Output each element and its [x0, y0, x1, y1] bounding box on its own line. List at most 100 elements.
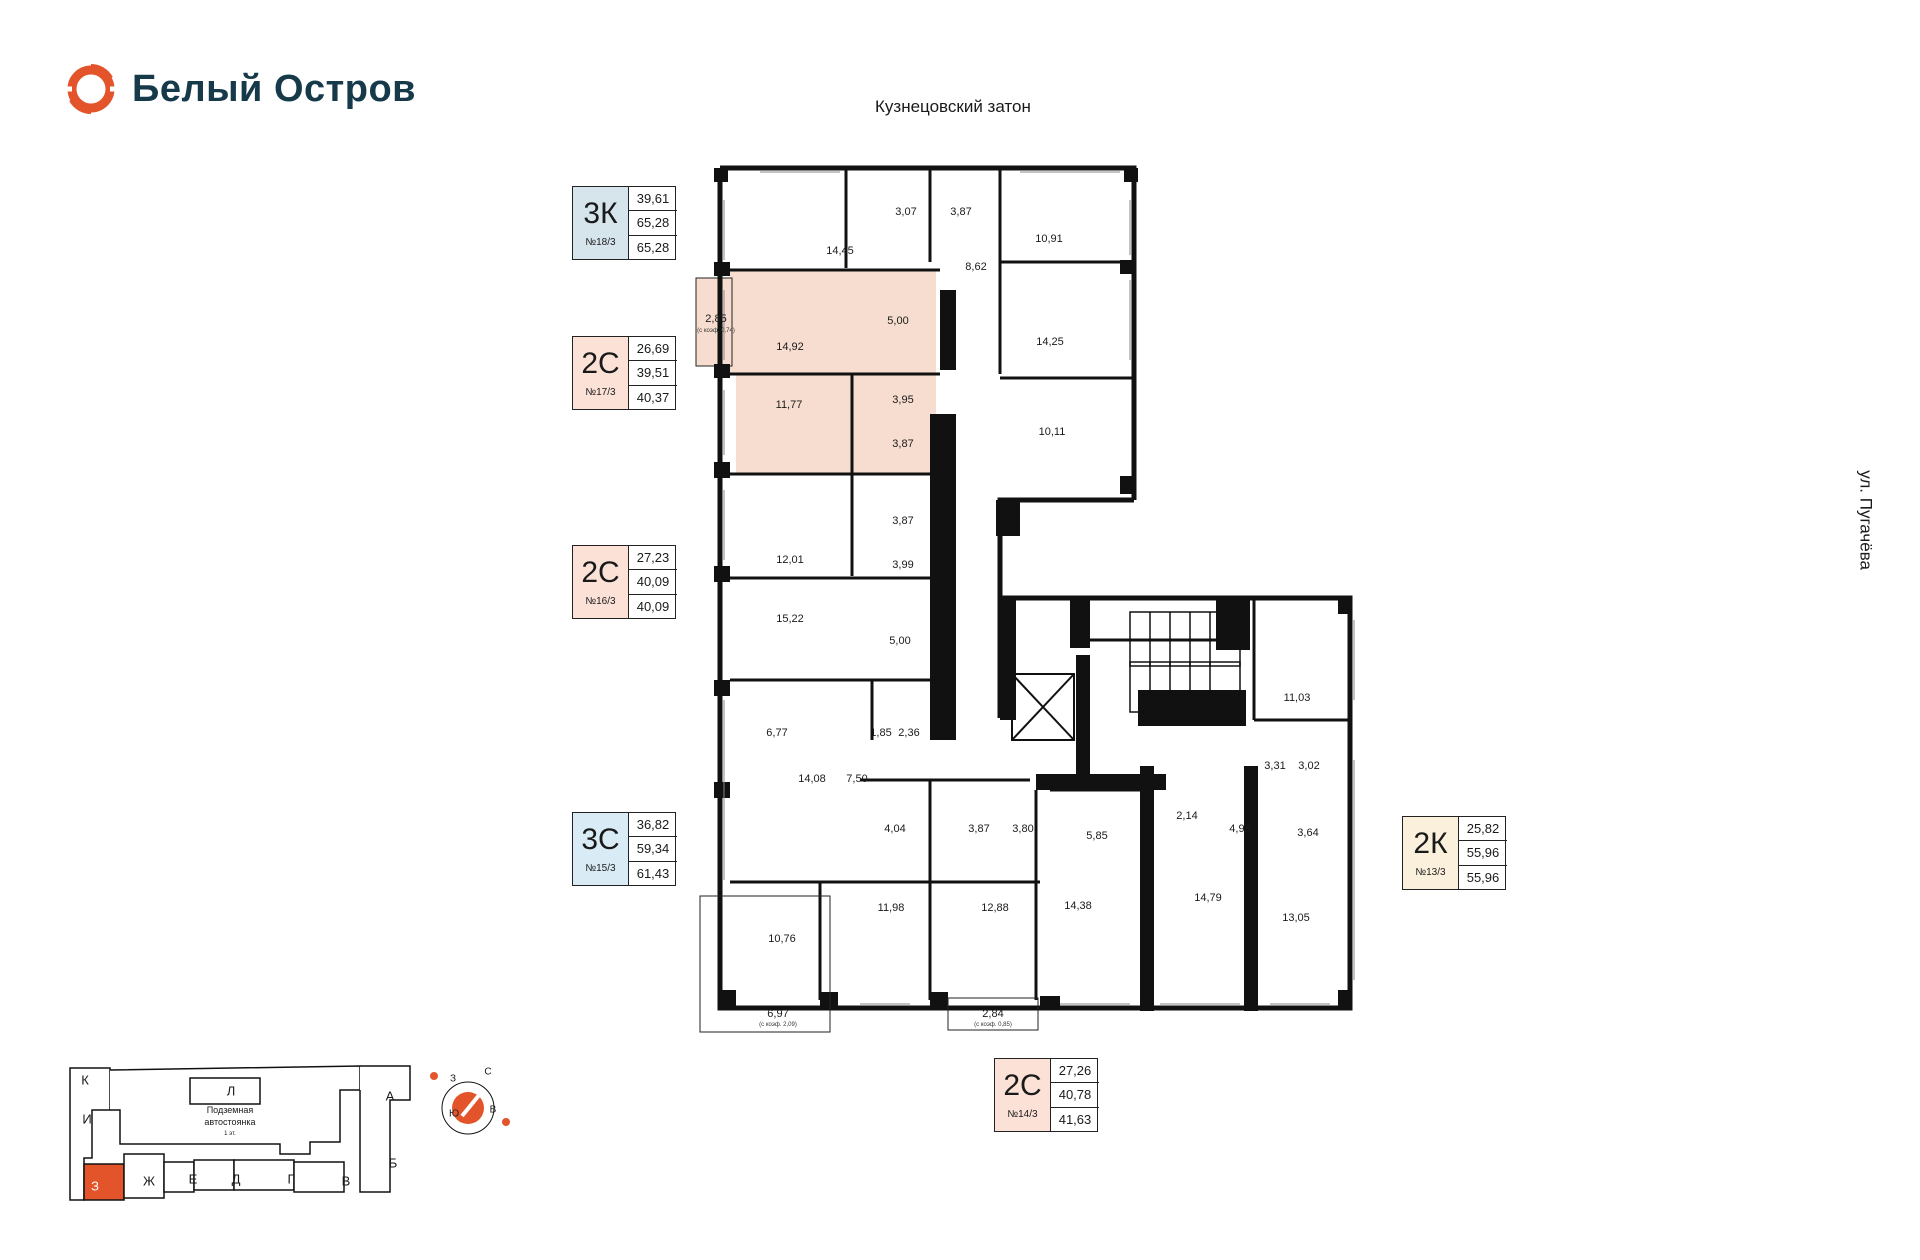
room-area: 14,25: [1036, 336, 1064, 348]
apartment-type: 2С №14/3: [995, 1059, 1051, 1131]
brand-header: Белый Остров: [64, 62, 416, 116]
area-living: 36,82: [629, 813, 677, 838]
room-area: 1,85: [870, 727, 892, 739]
parking-floor: 1 эт.: [224, 1131, 236, 1137]
area-with-loggia: 61,43: [636, 865, 670, 881]
apartment-number: №15/3: [585, 862, 616, 874]
room-area: 11,77: [775, 399, 803, 411]
apartment-type-code: 3К: [583, 196, 618, 230]
apartment-type: 2С №17/3: [573, 337, 629, 409]
loggia-note: (с коэф. 0,85): [974, 1022, 1012, 1028]
compass-north: С: [484, 1066, 492, 1078]
area-total: 40,78: [1051, 1083, 1099, 1108]
area-living: 27,23: [629, 546, 677, 571]
apartment-areas: 25,82 55,96 55,96: [1459, 817, 1507, 889]
site-section-k[interactable]: К: [81, 1072, 89, 1088]
room-area: 6,77: [766, 727, 788, 739]
loggia-note: (с коэф. 0,74): [697, 328, 735, 334]
room-area: 8,62: [965, 261, 987, 273]
room-area: 5,85: [1086, 830, 1108, 842]
room-area: 10,11: [1038, 426, 1066, 438]
site-section-zh[interactable]: Ж: [142, 1173, 156, 1189]
apartment-highlight-17-3b: [736, 370, 936, 474]
site-section-d[interactable]: Д: [231, 1171, 241, 1187]
room-area: 3,87: [950, 206, 972, 218]
room-area: 3,87: [968, 823, 990, 835]
area-with-loggia: 40,37: [636, 389, 670, 405]
room-area: 7,50: [846, 773, 868, 785]
room-area: 14,92: [776, 341, 804, 353]
apartment-card-16-3[interactable]: 2С №16/3 27,23 40,09 40,09: [572, 545, 677, 619]
apartment-type-code: 3С: [581, 822, 620, 856]
apartment-number: №17/3: [585, 386, 616, 398]
room-area: 4,04: [884, 823, 906, 835]
site-section-a[interactable]: А: [385, 1088, 395, 1104]
windows: [723, 171, 1355, 1005]
room-area: 3,80: [1012, 823, 1034, 835]
room-area: 15,22: [776, 613, 804, 625]
apartment-type-code: 2С: [581, 555, 620, 589]
site-section-l[interactable]: Л: [226, 1083, 236, 1099]
room-area: 4,98: [1229, 823, 1251, 835]
area-with-loggia: 55,96: [1466, 869, 1500, 885]
interior-walls: [730, 170, 1350, 1000]
room-area: 12,88: [981, 902, 1009, 914]
apartment-highlight-17-3: [730, 270, 936, 374]
area-total: 40,09: [629, 570, 677, 595]
room-area: 5,00: [889, 635, 911, 647]
elevator: [1011, 673, 1075, 741]
apartment-type: 3К №18/3: [573, 187, 629, 259]
loggia-note: (с коэф. 2,09): [759, 1022, 797, 1028]
apartment-areas: 27,23 40,09 40,09: [629, 546, 677, 618]
apartment-areas: 27,26 40,78 41,63: [1051, 1059, 1099, 1131]
apartment-number: №13/3: [1415, 866, 1446, 878]
apartment-type-code: 2К: [1413, 826, 1448, 860]
room-area: 3,02: [1298, 760, 1320, 772]
room-area: 3,99: [892, 559, 914, 571]
room-area: 14,38: [1064, 900, 1092, 912]
room-area: 2,84: [982, 1008, 1004, 1020]
room-area: 3,07: [895, 206, 917, 218]
area-living: 26,69: [629, 337, 677, 362]
area-with-loggia: 40,09: [636, 598, 670, 614]
apartment-card-18-3[interactable]: 3К №18/3 39,61 65,28 65,28: [572, 186, 677, 260]
site-plan: [69, 1065, 411, 1201]
apartment-number: №18/3: [585, 236, 616, 248]
area-with-loggia: 41,63: [1058, 1111, 1092, 1127]
area-total: 39,51: [629, 361, 677, 386]
apartment-card-15-3[interactable]: 3С №15/3 36,82 59,34 61,43: [572, 812, 677, 886]
site-section-i[interactable]: И: [82, 1111, 92, 1127]
apartment-number: №16/3: [585, 595, 616, 607]
brand-name: Белый Остров: [132, 67, 417, 110]
site-section-b[interactable]: Б: [388, 1155, 398, 1171]
apartment-areas: 36,82 59,34 61,43: [629, 813, 677, 885]
room-area: 12,01: [776, 554, 804, 566]
room-area: 3,64: [1297, 827, 1319, 839]
room-area: 11,03: [1283, 692, 1311, 704]
parking-title: Подземная автостоянка: [204, 1105, 256, 1127]
apartment-areas: 39,61 65,28 65,28: [629, 187, 677, 259]
room-area: 10,76: [768, 933, 796, 945]
site-section-g[interactable]: Г: [287, 1171, 295, 1187]
apartment-type-code: 2С: [1003, 1068, 1042, 1102]
apartment-card-14-3[interactable]: 2С №14/3 27,26 40,78 41,63: [994, 1058, 1099, 1132]
area-with-loggia: 65,28: [636, 239, 670, 255]
apartment-card-13-3[interactable]: 2К №13/3 25,82 55,96 55,96: [1402, 816, 1507, 890]
room-area: 14,79: [1194, 892, 1222, 904]
site-section-v[interactable]: В: [341, 1173, 351, 1189]
compass-west: З: [449, 1073, 457, 1085]
apartment-card-17-3[interactable]: 2С №17/3 26,69 39,51 40,37: [572, 336, 677, 410]
brand-ring-logo-icon: [66, 64, 116, 114]
room-area: 14,45: [826, 245, 854, 257]
compass-south: Ю: [448, 1108, 460, 1120]
room-area: 3,31: [1264, 760, 1286, 772]
apartment-type: 3С №15/3: [573, 813, 629, 885]
site-section-z[interactable]: З: [91, 1178, 99, 1194]
room-area: 6,97: [767, 1008, 789, 1020]
apartment-type-code: 2С: [581, 346, 620, 380]
apartment-number: №14/3: [1007, 1108, 1038, 1120]
room-area: 5,00: [887, 315, 909, 327]
site-section-e[interactable]: Е: [188, 1171, 198, 1187]
area-living: 39,61: [629, 187, 677, 212]
